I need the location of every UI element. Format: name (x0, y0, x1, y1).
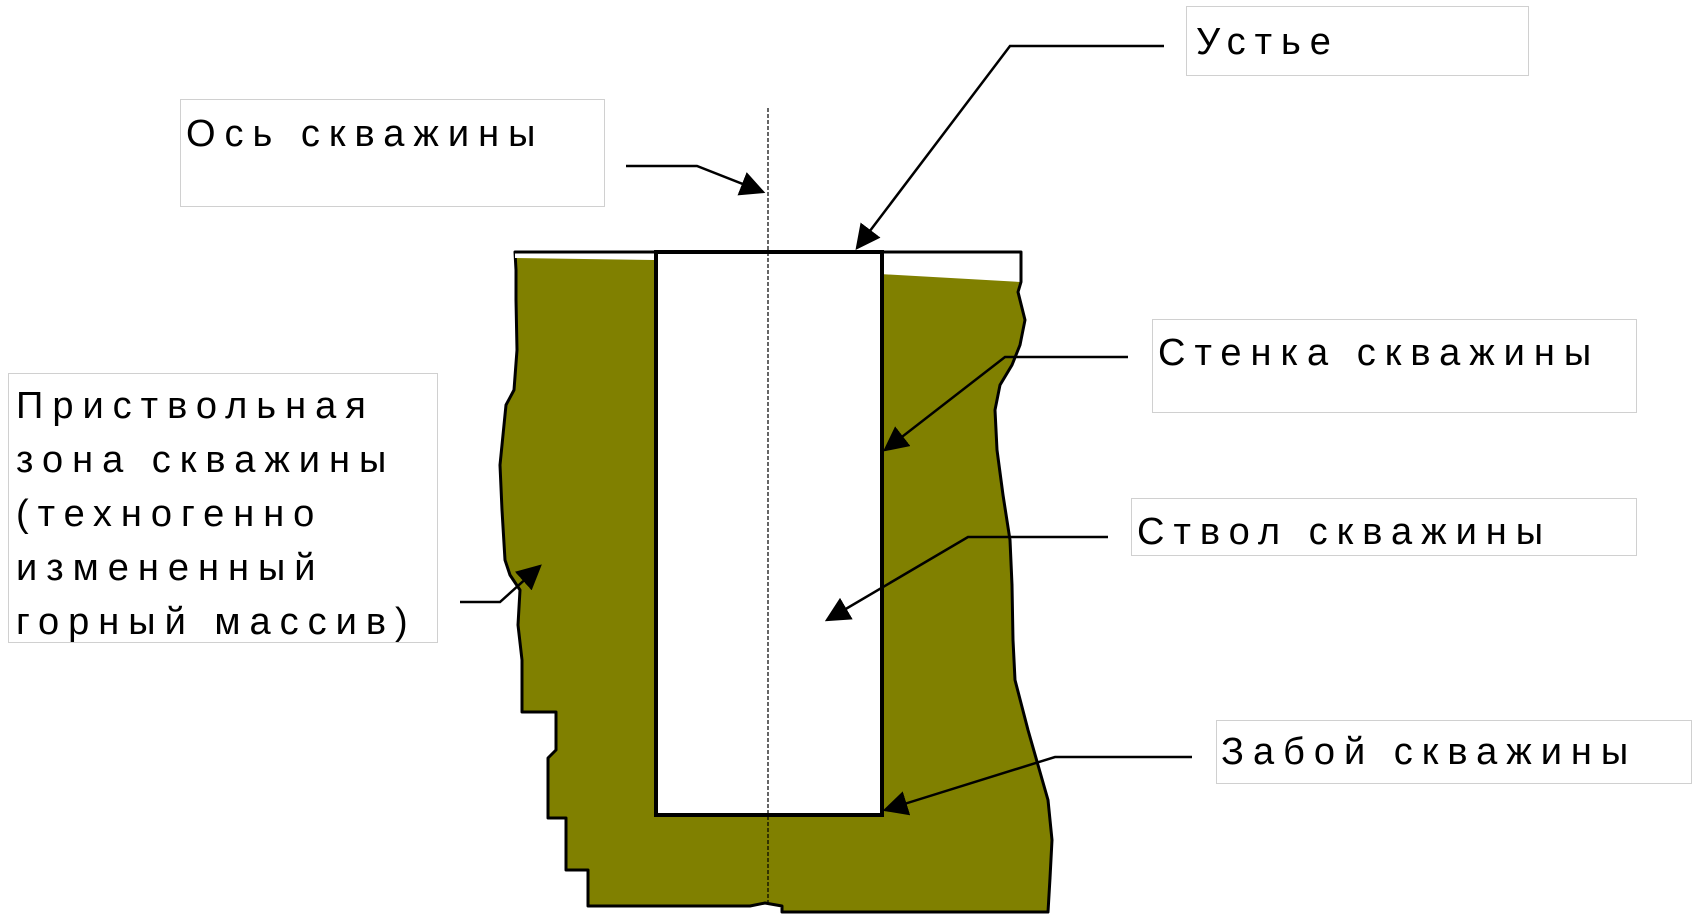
arrow-stvol (824, 535, 1108, 622)
arrow-ustye (855, 44, 1164, 250)
arrow-zona (460, 564, 542, 604)
label-well-axis: Ось скважины (180, 99, 605, 207)
label-zone-line-5: горный массив) (16, 601, 417, 643)
label-bottomhole-text: Забой скважины (1221, 731, 1638, 773)
arrow-os (626, 164, 766, 196)
label-wellbore: Ствол скважины (1131, 498, 1637, 556)
label-zone-line-4: измененный (16, 547, 325, 589)
surface-strip (515, 252, 1021, 282)
label-well-wall-text: Стенка скважины (1158, 332, 1601, 374)
label-well-wall: Стенка скважины (1152, 319, 1637, 413)
label-well-axis-text: Ось скважины (186, 113, 545, 155)
arrow-stenka (883, 355, 1128, 452)
label-zone-line-1: Приствольная (16, 385, 375, 427)
label-zone-line-2: зона скважины (16, 439, 396, 481)
label-zone-line-3: (техногенно (16, 493, 324, 535)
label-wellbore-text: Ствол скважины (1137, 511, 1553, 553)
label-ustye: Устье (1186, 6, 1529, 76)
arrow-zaboy (882, 755, 1192, 816)
label-bottomhole: Забой скважины (1216, 720, 1692, 784)
label-ustye-text: Устье (1196, 21, 1340, 63)
label-near-wellbore-zone: Приствольная зона скважины (техногенно и… (8, 373, 438, 643)
wellbore (654, 250, 884, 817)
